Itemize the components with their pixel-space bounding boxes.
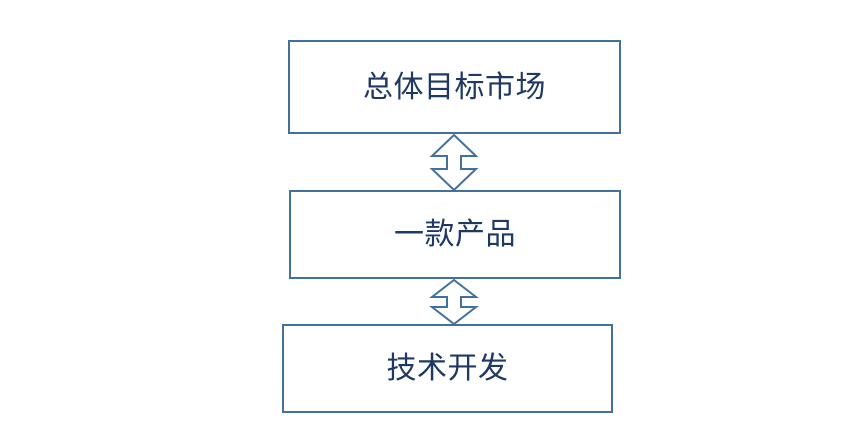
- double-arrow-up-down-icon: [429, 134, 479, 191]
- node-label-tam: 总体目标市场: [363, 69, 546, 105]
- node-box-tech[interactable]: 技术开发: [282, 324, 613, 413]
- node-label-product: 一款产品: [394, 217, 516, 252]
- node-label-tech: 技术开发: [386, 351, 509, 386]
- node-box-tam[interactable]: 总体目标市场: [288, 40, 621, 134]
- node-box-product[interactable]: 一款产品: [289, 190, 621, 279]
- double-arrow-up-down-icon: [429, 279, 479, 325]
